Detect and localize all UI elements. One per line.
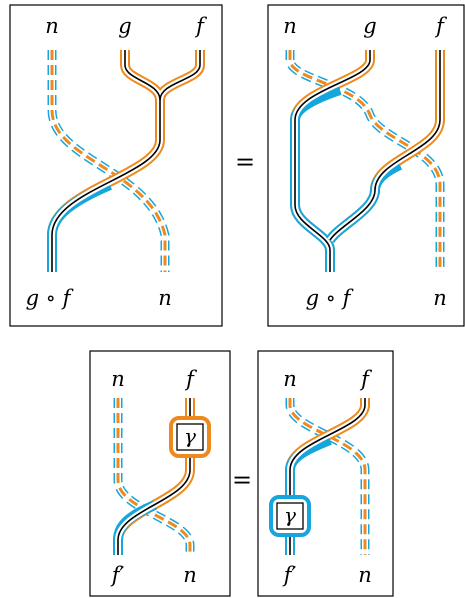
label-top-n: n — [111, 367, 125, 391]
label-bottom-n: n — [433, 286, 447, 310]
label-bottom-n: n — [183, 563, 197, 587]
n-strand — [285, 50, 445, 272]
gamma-label: γ — [184, 424, 196, 448]
top-right-panel: n g f g ∘ f n — [267, 4, 465, 327]
label-top-n: n — [45, 14, 59, 38]
label-bottom-gf: g ∘ f — [26, 286, 74, 310]
gamma-label: γ — [284, 503, 296, 527]
bottom-right-frame — [257, 350, 394, 597]
label-top-f: f — [184, 367, 197, 391]
label-top-f: f — [359, 367, 372, 391]
label-top-f: f — [194, 14, 207, 38]
n-strand — [113, 398, 195, 555]
top-left-frame — [9, 4, 223, 327]
f-strand — [325, 50, 445, 244]
bottom-right-panel: γ n f f′ n — [257, 350, 394, 597]
top-left-panel: n g f g ∘ f n — [9, 4, 223, 327]
composite-strand — [47, 50, 205, 272]
label-bottom-n: n — [358, 563, 372, 587]
f-strand — [285, 398, 370, 555]
bottom-left-panel: γ n f f′ n — [89, 350, 231, 597]
n-strand — [47, 50, 170, 272]
gamma-box: γ — [169, 416, 211, 458]
label-top-f: f — [434, 14, 447, 38]
label-top-g: g — [118, 14, 131, 38]
top-right-frame — [267, 4, 465, 327]
f-strand — [113, 398, 195, 555]
label-bottom-fprime: f′ — [110, 563, 125, 587]
label-top-g: g — [363, 14, 376, 38]
label-bottom-n: n — [158, 286, 172, 310]
gamma-box: γ — [269, 495, 311, 537]
label-bottom-gf: g ∘ f — [306, 286, 354, 310]
equals-sign-bottom: = — [232, 466, 252, 494]
equals-sign-top: = — [235, 148, 255, 176]
g-strand — [290, 50, 375, 272]
label-bottom-fprime: f′ — [282, 563, 297, 587]
label-top-n: n — [283, 367, 297, 391]
bottom-left-frame — [89, 350, 231, 597]
label-top-n: n — [283, 14, 297, 38]
